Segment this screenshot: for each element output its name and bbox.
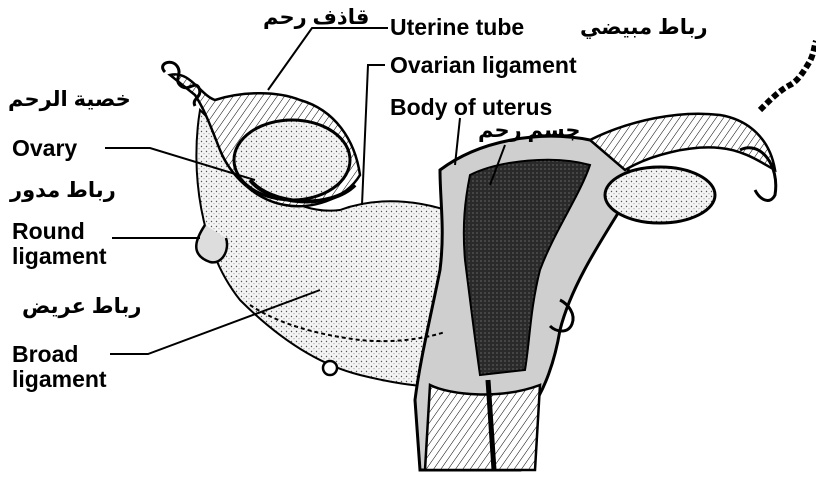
label-round-ligament-line2: ligament: [12, 244, 107, 269]
right-fimbriae: [760, 41, 816, 110]
arabic-label-ovarian-ligament: رباط مبيضي: [580, 17, 708, 38]
arabic-label-broad-ligament: رباط عريض: [22, 296, 141, 317]
leader-uterine-tube: [268, 28, 388, 90]
arabic-label-round-ligament: رباط مدور: [10, 180, 116, 201]
arabic-label-ovary: خصية الرحم: [8, 89, 131, 110]
label-ovarian-ligament: Ovarian ligament: [390, 54, 577, 77]
label-round-ligament-line1: Round: [12, 219, 107, 244]
label-broad-ligament: Broad ligament: [12, 342, 107, 392]
label-broad-ligament-line2: ligament: [12, 367, 107, 392]
label-body-of-uterus: Body of uterus: [390, 96, 552, 119]
right-uterine-tube: [590, 114, 775, 170]
leader-ovarian-ligament: [362, 65, 385, 205]
vessel-loop: [323, 361, 337, 375]
right-ovary: [605, 167, 715, 223]
left-ovary: [234, 120, 350, 200]
arabic-label-uterine-tube: قاذف رحم: [263, 7, 369, 28]
label-uterine-tube: Uterine tube: [390, 16, 524, 39]
label-ovary: Ovary: [12, 137, 77, 160]
cervix: [425, 385, 540, 470]
label-round-ligament: Round ligament: [12, 219, 107, 269]
arabic-label-body-of-uterus: جسم رحم: [478, 120, 581, 141]
label-broad-ligament-line1: Broad: [12, 342, 107, 367]
